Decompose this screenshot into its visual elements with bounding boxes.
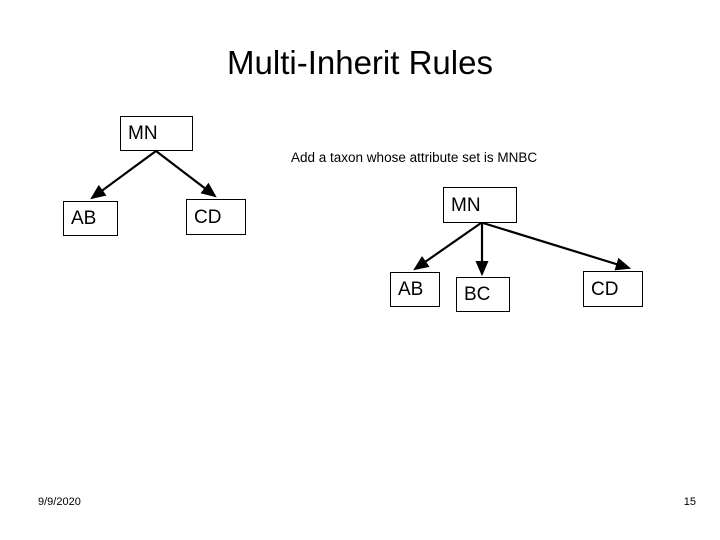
page-title: Multi-Inherit Rules — [227, 44, 493, 81]
node-cd-before[interactable]: CD — [186, 199, 246, 235]
edge-mn-to-ab-before — [90, 150, 157, 200]
node-cd-after[interactable]: CD — [583, 271, 643, 307]
node-mn-after[interactable]: MN — [443, 187, 517, 223]
node-ab-before[interactable]: AB — [63, 201, 118, 236]
edge-mn-to-cd-after — [482, 221, 632, 271]
annotation-text: Add a taxon whose attribute set is MNBC — [291, 150, 538, 165]
node-bc-after[interactable]: BC — [456, 277, 510, 312]
edge-mn-to-ab-after — [413, 222, 482, 271]
footer-date: 9/9/2020 — [38, 496, 81, 508]
node-ab-after[interactable]: AB — [390, 272, 440, 307]
footer-page-number: 15 — [683, 496, 696, 508]
node-mn-before[interactable]: MN — [120, 116, 193, 151]
edge-mn-to-cd-before — [155, 150, 217, 198]
